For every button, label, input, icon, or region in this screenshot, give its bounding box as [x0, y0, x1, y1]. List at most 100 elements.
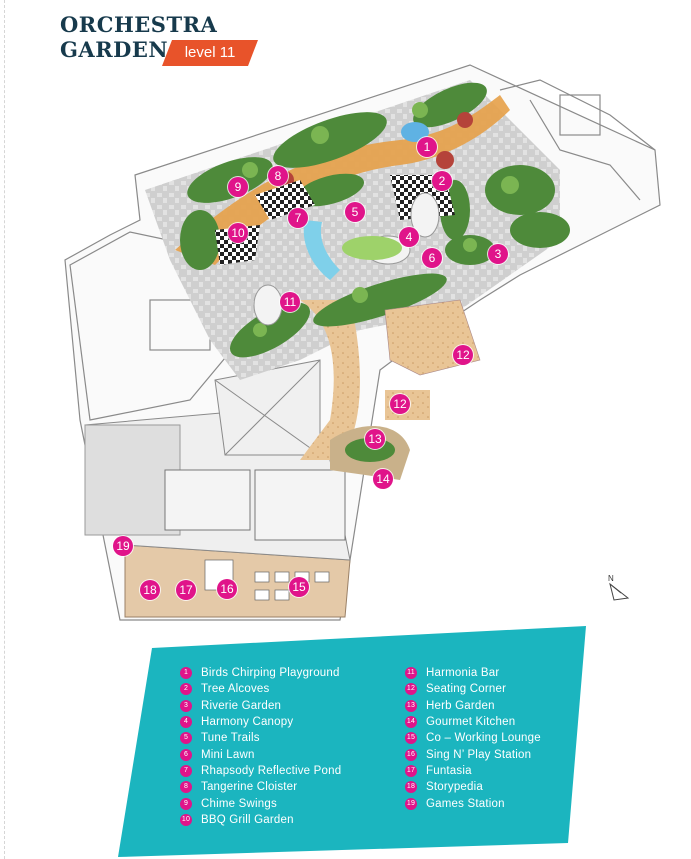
legend-item: 10 BBQ Grill Garden — [180, 812, 341, 828]
greenery — [180, 82, 570, 462]
legend-number: 15 — [405, 732, 417, 745]
title-line-2: GARDEN — [60, 37, 169, 62]
legend-item: 4 Harmony Canopy — [180, 714, 341, 730]
legend-label: Mini Lawn — [201, 748, 255, 761]
legend-number: 13 — [405, 699, 417, 712]
north-label: N — [608, 574, 614, 583]
north-compass: N — [604, 574, 632, 604]
mini-lawn — [342, 236, 402, 260]
harmony-canopy — [410, 192, 440, 238]
level-tag: level 11 — [162, 40, 258, 66]
legend-label: Tangerine Cloister — [201, 781, 298, 794]
legend-item: 11 Harmonia Bar — [405, 665, 541, 681]
marker-4[interactable]: 4 — [399, 227, 419, 247]
marker-17[interactable]: 17 — [176, 580, 196, 600]
legend-column-2: 11 Harmonia Bar 12 Seating Corner 13 Herb G… — [405, 665, 541, 812]
legend-label: Storypedia — [426, 781, 483, 794]
legend-item: 9 Chime Swings — [180, 795, 341, 811]
marker-7[interactable]: 7 — [288, 208, 308, 228]
page-title: ORCHESTRA GARDEN — [60, 12, 217, 62]
legend-number: 17 — [405, 764, 417, 777]
legend-number: 18 — [405, 781, 417, 794]
legend-item: 8 Tangerine Cloister — [180, 779, 341, 795]
legend-number: 6 — [180, 748, 192, 761]
greenery-highlight — [242, 102, 519, 337]
marker-6[interactable]: 6 — [422, 248, 442, 268]
legend-label: Sing N’ Play Station — [426, 748, 532, 761]
legend-number: 12 — [405, 683, 417, 696]
marker-14[interactable]: 14 — [373, 469, 393, 489]
legend-label: Funtasia — [426, 764, 472, 777]
marker-18[interactable]: 18 — [140, 580, 160, 600]
gym-zone — [84, 424, 181, 536]
legend-number: 3 — [180, 699, 192, 712]
legend-label: Rhapsody Reflective Pond — [201, 764, 342, 777]
legend-label: Birds Chirping Playground — [201, 667, 340, 680]
legend-label: Harmony Canopy — [201, 716, 294, 729]
marker-12-b[interactable]: 12 — [390, 394, 410, 414]
marker-9[interactable]: 9 — [228, 177, 248, 197]
marker-16[interactable]: 16 — [217, 579, 237, 599]
marker-5[interactable]: 5 — [345, 202, 365, 222]
title-line-1: ORCHESTRA — [60, 12, 218, 37]
legend-number: 8 — [180, 781, 192, 794]
marker-2[interactable]: 2 — [432, 171, 452, 191]
legend-item: 14 Gourmet Kitchen — [405, 714, 541, 730]
legend-label: Games Station — [426, 797, 505, 810]
marker-3[interactable]: 3 — [488, 244, 508, 264]
legend-number: 4 — [180, 716, 192, 729]
legend-label: Herb Garden — [426, 699, 495, 712]
legend-item: 17 Funtasia — [405, 763, 541, 779]
legend-number: 14 — [405, 716, 417, 729]
page-edge — [4, 0, 5, 859]
boardwalk — [300, 300, 360, 460]
legend-item: 15 Co – Working Lounge — [405, 730, 541, 746]
marker-19[interactable]: 19 — [113, 536, 133, 556]
legend-item: 18 Storypedia — [405, 779, 541, 795]
legend-item: 2 Tree Alcoves — [180, 681, 341, 697]
legend-item: 6 Mini Lawn — [180, 746, 341, 762]
legend-number: 7 — [180, 764, 192, 777]
legend-label: Tree Alcoves — [201, 683, 270, 696]
legend-number: 2 — [180, 683, 192, 696]
legend-number: 16 — [405, 748, 417, 761]
marker-12-a[interactable]: 12 — [453, 345, 473, 365]
legend-item: 5 Tune Trails — [180, 730, 341, 746]
legend-label: Chime Swings — [201, 797, 277, 810]
legend-label: Co – Working Lounge — [426, 732, 541, 745]
legend-item: 16 Sing N’ Play Station — [405, 746, 541, 762]
legend-number: 5 — [180, 732, 192, 745]
legend-label: Tune Trails — [201, 732, 260, 745]
legend-label: Gourmet Kitchen — [426, 716, 516, 729]
level-label: level 11 — [184, 44, 236, 61]
legend-label: Harmonia Bar — [426, 667, 500, 680]
reflective-pond — [303, 220, 340, 280]
core-lift — [164, 469, 251, 531]
site-plan — [64, 64, 661, 621]
marker-15[interactable]: 15 — [289, 577, 309, 597]
legend-number: 19 — [405, 797, 417, 810]
legend-item: 13 Herb Garden — [405, 698, 541, 714]
legend-label: Seating Corner — [426, 683, 507, 696]
legend-number: 9 — [180, 797, 192, 810]
legend-column-1: 1 Birds Chirping Playground 2 Tree Alcoves… — [180, 665, 341, 828]
bbq-floor — [215, 225, 260, 265]
harmonia-bar-canopy — [253, 284, 283, 326]
legend-item: 12 Seating Corner — [405, 681, 541, 697]
marker-8[interactable]: 8 — [268, 166, 288, 186]
marker-1[interactable]: 1 — [417, 137, 437, 157]
legend-number: 1 — [180, 667, 192, 680]
legend-label: Riverie Garden — [201, 699, 282, 712]
legend-number: 10 — [180, 813, 192, 826]
level-tag-shape — [162, 40, 258, 66]
marker-10[interactable]: 10 — [228, 223, 248, 243]
legend-label: BBQ Grill Garden — [201, 813, 294, 826]
compass-arrow-icon — [609, 582, 630, 601]
core-stair — [254, 469, 346, 541]
legend-item: 7 Rhapsody Reflective Pond — [180, 763, 341, 779]
legend-number: 11 — [405, 667, 417, 680]
marker-13[interactable]: 13 — [365, 429, 385, 449]
marker-11[interactable]: 11 — [280, 292, 300, 312]
legend-item: 19 Games Station — [405, 795, 541, 811]
legend-item: 3 Riverie Garden — [180, 698, 341, 714]
